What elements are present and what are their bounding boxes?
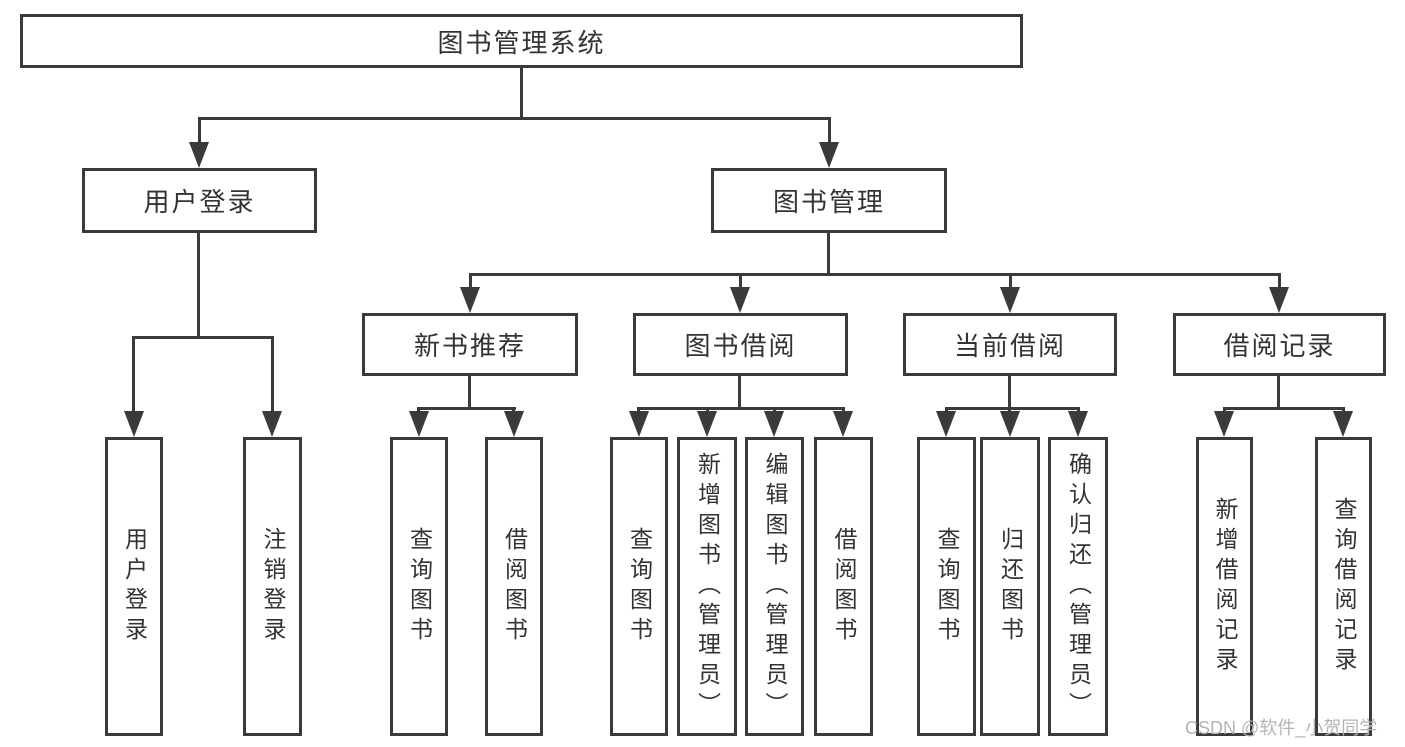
arrow-icon-leaf-confirm-return-admin xyxy=(1068,411,1088,437)
connector-borrow-records-split xyxy=(1223,407,1345,410)
connector-book-borrow-stem xyxy=(738,376,741,409)
leaf-query-books-current: 查询图书 xyxy=(917,437,976,736)
connector-arrow-line-borrow-records xyxy=(1278,273,1281,293)
arrow-icon-leaf-query-books-newbooks xyxy=(409,411,429,437)
connector-top-split xyxy=(198,117,830,120)
arrow-icon-borrow-records xyxy=(1269,287,1289,313)
arrow-icon-leaf-query-borrow-record xyxy=(1333,411,1353,437)
connector-arrow-line-book-borrow xyxy=(739,273,742,293)
node-library-management-system: 图书管理系统 xyxy=(20,14,1023,68)
arrow-icon-leaf-borrow-books-newbooks xyxy=(504,411,524,437)
connector-arrow-line-current-borrow xyxy=(1009,273,1012,293)
arrow-icon-user-login xyxy=(189,142,209,168)
connector-book-borrow-split xyxy=(638,407,845,410)
connector-arrow-line-new-books xyxy=(469,273,472,293)
connector-user-login-stem xyxy=(197,233,200,339)
arrow-icon-leaf-logout xyxy=(262,411,282,437)
leaf-return-books: 归还图书 xyxy=(980,437,1040,736)
arrow-icon-new-books xyxy=(460,287,480,313)
leaf-edit-books-admin: 编辑图书（管理员） xyxy=(745,437,804,736)
node-book-management: 图书管理 xyxy=(711,168,947,233)
node-borrow-records: 借阅记录 xyxy=(1173,313,1386,376)
arrow-icon-leaf-add-borrow-record xyxy=(1214,411,1234,437)
connector-user-login-split xyxy=(133,336,274,339)
node-user-login: 用户登录 xyxy=(82,168,317,233)
connector-root-stem xyxy=(520,68,523,119)
arrow-icon-leaf-query-books-current xyxy=(936,411,956,437)
node-current-borrow: 当前借阅 xyxy=(903,313,1117,376)
connector-current-borrow-split xyxy=(945,407,1080,410)
connector-arrow-line-user-login xyxy=(198,117,201,147)
leaf-query-books-borrow: 查询图书 xyxy=(610,437,668,736)
arrow-icon-leaf-edit-books-admin xyxy=(764,411,784,437)
leaf-user-login: 用户登录 xyxy=(105,437,163,736)
connector-new-books-stem xyxy=(468,376,471,409)
arrow-icon-book-borrow xyxy=(730,287,750,313)
leaf-query-borrow-record: 查询借阅记录 xyxy=(1315,437,1372,736)
leaf-logout: 注销登录 xyxy=(243,437,302,736)
connector-arrow-line-book-management xyxy=(828,117,831,147)
connector-arrow-line-leaf-logout xyxy=(271,336,274,416)
node-new-book-recommend: 新书推荐 xyxy=(362,313,578,376)
arrow-icon-leaf-borrow-books-borrow xyxy=(833,411,853,437)
leaf-borrow-books-newbooks: 借阅图书 xyxy=(485,437,543,736)
arrow-icon-leaf-add-books-admin xyxy=(697,411,717,437)
connector-book-management-split xyxy=(469,273,1281,276)
connector-arrow-line-leaf-user-login xyxy=(132,336,135,416)
arrow-icon-leaf-user-login xyxy=(124,411,144,437)
arrow-icon-current-borrow xyxy=(1000,287,1020,313)
leaf-confirm-return-admin: 确认归还（管理员） xyxy=(1048,437,1108,736)
arrow-icon-leaf-return-books xyxy=(1000,411,1020,437)
connector-book-management-stem xyxy=(827,233,830,275)
connector-current-borrow-stem xyxy=(1008,376,1011,409)
connector-borrow-records-stem xyxy=(1277,376,1280,409)
leaf-add-books-admin: 新增图书（管理员） xyxy=(677,437,737,736)
connector-new-books-split xyxy=(418,407,516,410)
arrow-icon-leaf-query-books-borrow xyxy=(629,411,649,437)
leaf-query-books-newbooks: 查询图书 xyxy=(390,437,448,736)
node-book-borrow: 图书借阅 xyxy=(633,313,848,376)
arrow-icon-book-management xyxy=(819,142,839,168)
leaf-add-borrow-record: 新增借阅记录 xyxy=(1196,437,1253,736)
leaf-borrow-books-borrow: 借阅图书 xyxy=(814,437,873,736)
watermark-text: CSDN @软件_小贺同学 xyxy=(1185,718,1378,738)
